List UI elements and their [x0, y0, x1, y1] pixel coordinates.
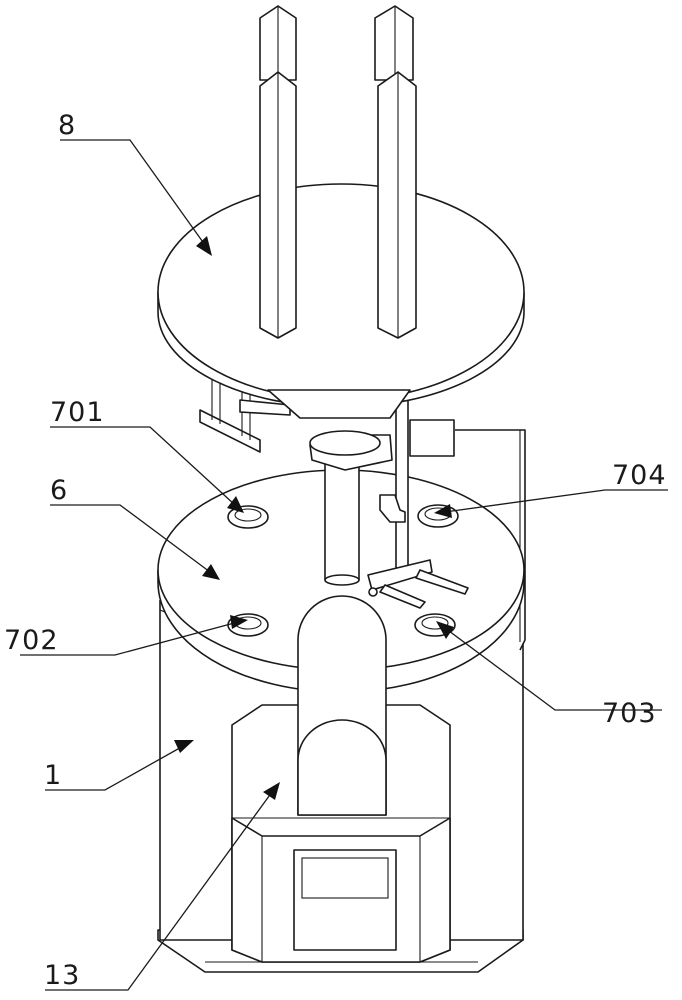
label-703: 703 [602, 698, 657, 729]
leader-6 [50, 504, 220, 580]
column-back-right [374, 5, 414, 81]
label-6: 6 [50, 475, 68, 506]
leader-8 [60, 139, 212, 256]
gripper-mechanism [309, 391, 469, 609]
column-front-left [259, 71, 297, 339]
sample-holder-701 [227, 505, 269, 529]
label-13: 13 [44, 960, 80, 991]
leader-701 [50, 426, 244, 513]
arched-chute [297, 595, 387, 816]
sample-holder-704 [417, 504, 459, 528]
leader-1 [45, 740, 194, 791]
label-704: 704 [612, 460, 667, 491]
top-plate [157, 183, 525, 419]
leader-704 [434, 489, 668, 518]
column-back-left [259, 5, 297, 81]
column-front-right [377, 71, 417, 339]
leader-702 [20, 615, 248, 656]
label-1: 1 [44, 760, 62, 791]
center-shaft [324, 454, 360, 586]
label-701: 701 [50, 397, 105, 428]
label-8: 8 [58, 110, 76, 141]
label-702: 702 [4, 625, 59, 656]
leader-703 [436, 621, 662, 711]
leader-13 [45, 782, 280, 991]
upper-bracket [199, 380, 291, 453]
